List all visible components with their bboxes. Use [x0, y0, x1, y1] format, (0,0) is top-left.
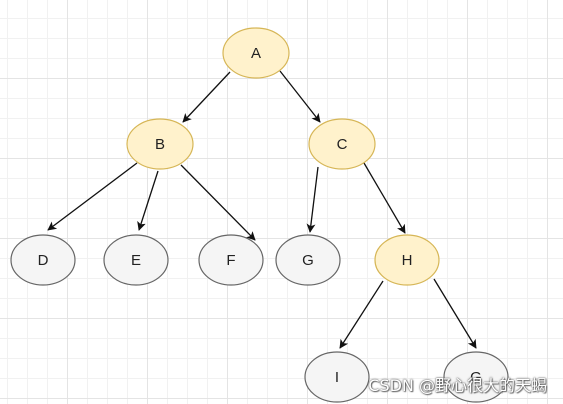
node-g-right: G — [443, 351, 509, 403]
node-b: B — [126, 118, 194, 170]
node-d: D — [10, 234, 76, 286]
node-a: A — [222, 27, 290, 79]
node-i-label: I — [335, 369, 339, 386]
node-g-left: G — [275, 234, 341, 286]
edge-h-g — [433, 278, 477, 349]
node-h-label: H — [402, 252, 413, 269]
node-f: F — [198, 234, 264, 286]
node-g-left-label: G — [302, 252, 314, 269]
node-f-label: F — [226, 252, 235, 269]
node-h: H — [374, 234, 440, 286]
edge-c-g — [306, 166, 319, 233]
edge-b-f — [180, 164, 256, 241]
edge-b-d — [47, 162, 138, 231]
csdn-watermark: CSDN @野心很大的天蝎 — [368, 376, 547, 395]
edge-b-e — [137, 170, 159, 231]
edges — [47, 70, 477, 349]
node-i: I — [304, 351, 370, 403]
node-e-label: E — [131, 252, 141, 269]
node-b-label: B — [155, 136, 165, 153]
edge-a-b — [182, 71, 231, 123]
node-c: C — [308, 118, 376, 170]
edge-c-h — [363, 162, 406, 234]
node-g-right-label: G — [470, 369, 482, 386]
node-c-label: C — [337, 136, 348, 153]
node-e: E — [103, 234, 169, 286]
node-a-label: A — [251, 45, 261, 62]
edge-a-c — [279, 70, 321, 123]
edge-h-i — [339, 280, 384, 349]
node-d-label: D — [38, 252, 49, 269]
